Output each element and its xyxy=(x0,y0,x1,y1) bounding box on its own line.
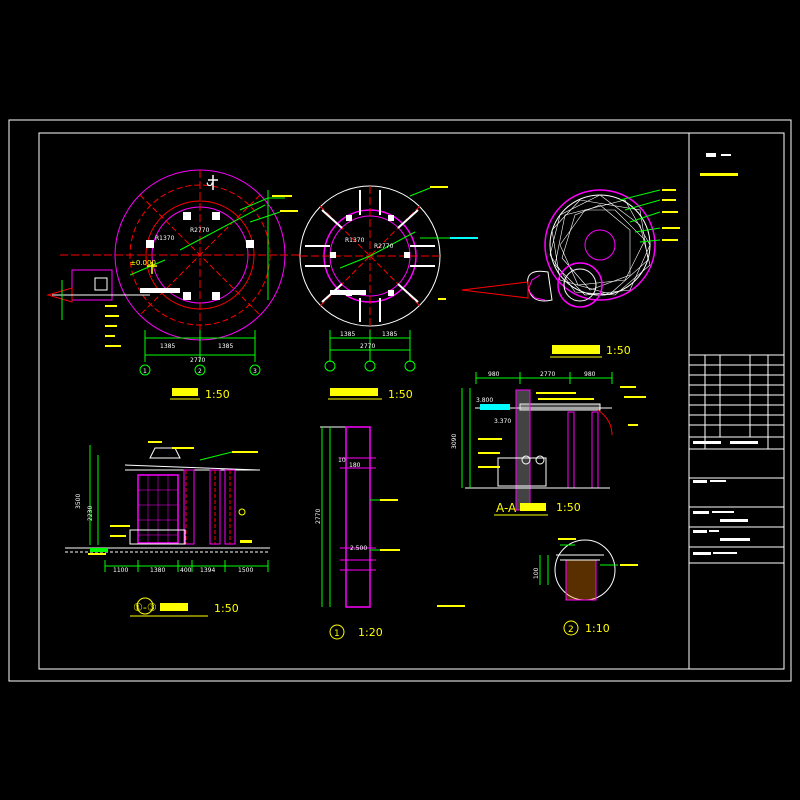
section-level2: 3.370 xyxy=(494,418,511,425)
detail-1-column: 2770 10 180 2.500 1 1:20 xyxy=(315,426,465,640)
elev-title-scale: 1:50 xyxy=(214,602,239,615)
section-label: A-A xyxy=(496,501,517,515)
dim-roof-total: 2770 xyxy=(360,343,375,350)
grid-bubble-2: 2 xyxy=(198,368,202,375)
section-level: 3.800 xyxy=(476,397,493,404)
top-title-scale: 1:50 xyxy=(606,344,631,357)
grid-bubble-1: 1 xyxy=(143,368,147,375)
pavilion-plan: R1370 R2770 ±0.000 ᴗ 1385 1385 2770 xyxy=(46,169,300,401)
dim-detail2-a: 100 xyxy=(533,567,540,579)
dim-section-height: 3090 xyxy=(451,434,458,449)
detail1-number: 1 xyxy=(334,629,340,639)
detail1-title-scale: 1:20 xyxy=(358,626,383,639)
dim-roof-b: 1385 xyxy=(382,331,397,338)
svg-text:R2770: R2770 xyxy=(374,243,394,250)
dim-elev-height: 3500 xyxy=(75,494,82,509)
dim-detail1-total: 2770 xyxy=(315,509,322,524)
plan-title-scale: 1:50 xyxy=(205,388,230,401)
detail2-number: 2 xyxy=(568,625,574,635)
roof-title-scale: 1:50 xyxy=(388,388,413,401)
grid-bubble-3: 3 xyxy=(253,368,257,375)
svg-text:R2770: R2770 xyxy=(190,227,210,234)
dim-section-a: 980 xyxy=(488,371,500,378)
dim-elev-3: 400 xyxy=(180,567,192,574)
elevation-label: ①-③ xyxy=(133,601,157,614)
dim-elev-height2: 2230 xyxy=(87,506,94,521)
detail2-title-scale: 1:10 xyxy=(585,622,610,635)
detail-2-cap: 100 2 1:10 xyxy=(533,538,638,636)
dim-section-total: 2770 xyxy=(540,371,555,378)
dim-detail1-a: 10 xyxy=(338,457,346,464)
section-title-scale: 1:50 xyxy=(556,501,581,514)
title-block xyxy=(689,153,784,564)
dim-elev-1: 1100 xyxy=(113,567,128,574)
svg-text:R1370: R1370 xyxy=(345,237,365,244)
inner-frame xyxy=(38,132,785,670)
dim-section-b: 980 xyxy=(584,371,596,378)
dim-plan-total: 2770 xyxy=(190,357,205,364)
dim-plan-b: 1385 xyxy=(218,343,233,350)
svg-text:R1370: R1370 xyxy=(155,235,175,242)
dim-elev-4: 1394 xyxy=(200,567,215,574)
outer-frame xyxy=(8,119,792,682)
dim-detail1-b: 180 xyxy=(349,462,361,469)
roof-top-plan: 1:50 xyxy=(461,189,680,358)
dim-elev-2: 1380 xyxy=(150,567,165,574)
svg-text:±0.000: ±0.000 xyxy=(130,259,156,267)
dim-plan-a: 1385 xyxy=(160,343,175,350)
dim-elev-5: 1500 xyxy=(238,567,253,574)
elevation-1-3: 3500 2230 1100 1380 400 1394 1500 ①-③ 1:… xyxy=(65,441,270,617)
dim-roof-a: 1385 xyxy=(340,331,355,338)
section-a-a: 980 2770 980 3090 3.800 3.370 A-A 1:50 xyxy=(451,371,646,516)
svg-text:ᴗ: ᴗ xyxy=(206,175,213,189)
roof-frame-plan: R1370 R2770 1385 1385 2770 1:50 xyxy=(299,185,478,401)
svg-text:2.500: 2.500 xyxy=(350,545,367,552)
